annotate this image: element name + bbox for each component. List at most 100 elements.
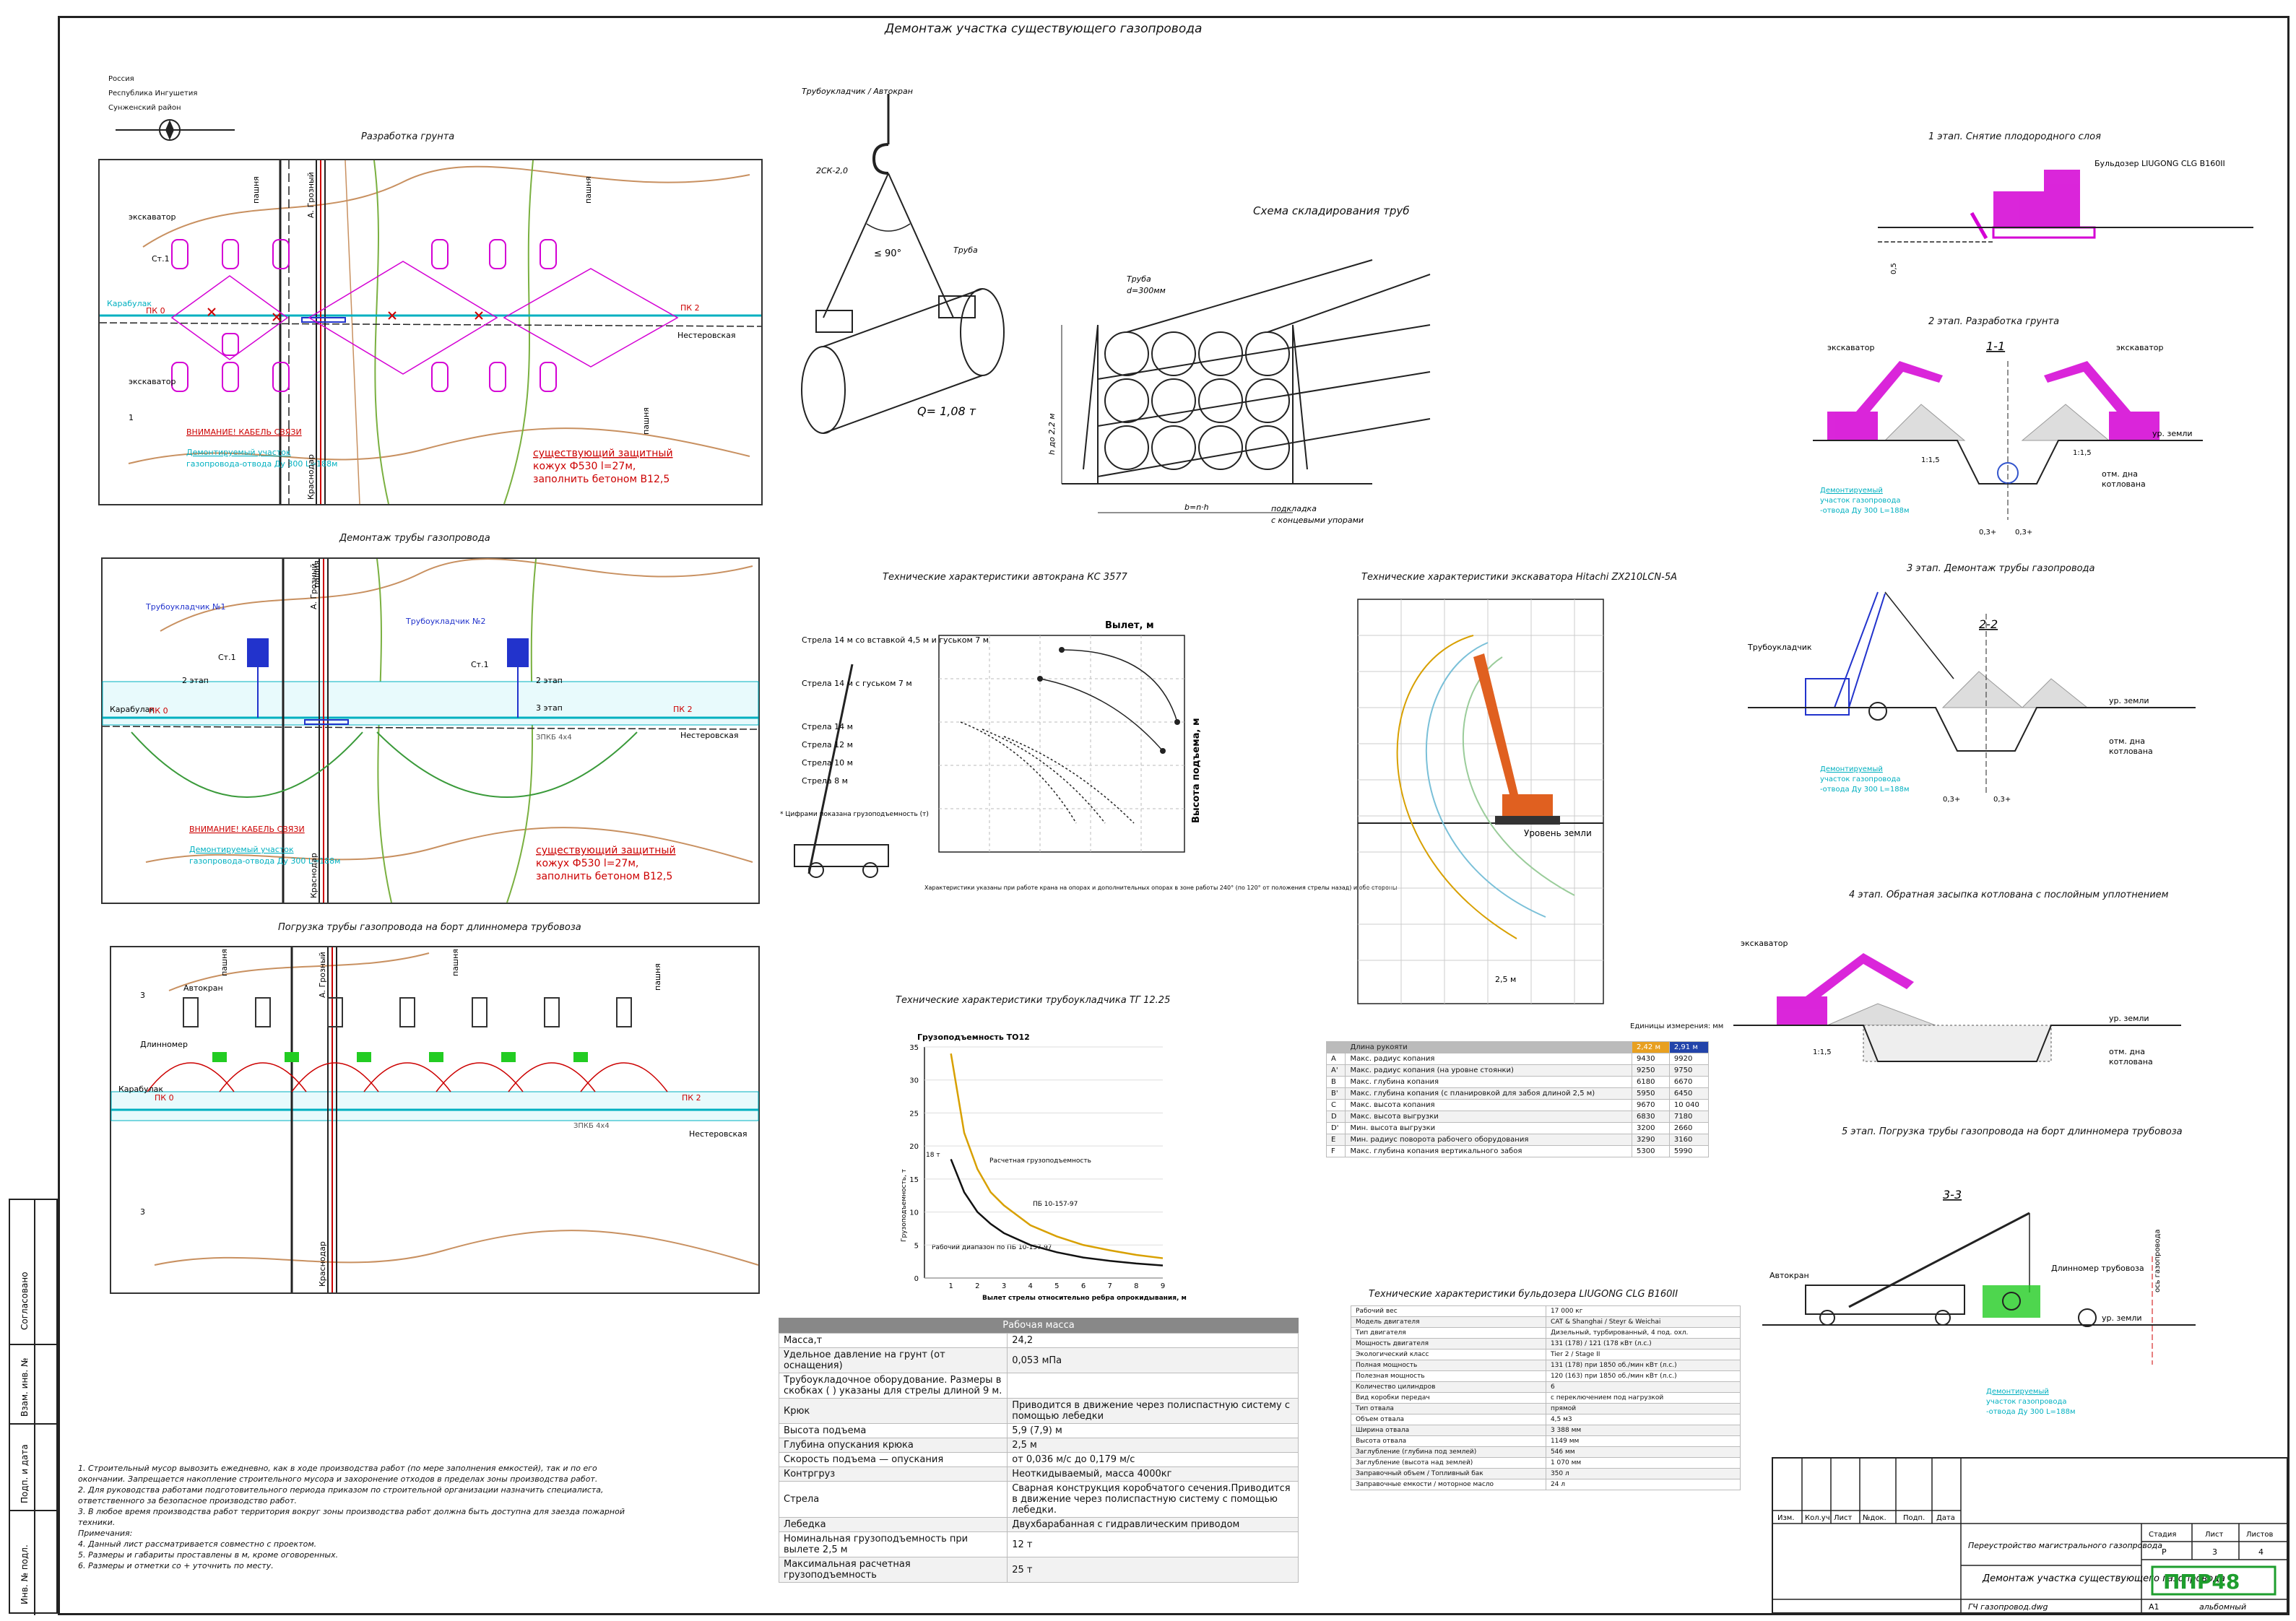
crane-chart-title: Технические характеристики автокрана КС … [883, 572, 1127, 583]
stage4-bottom-1: отм. дна [2109, 1047, 2145, 1056]
bulldozer-table-cell: Высота отвала [1351, 1435, 1546, 1447]
sling-q: Q= 1,08 т [917, 404, 976, 418]
stage3-title: 3 этап. Демонтаж трубы газопровода [1907, 563, 2095, 574]
stage2-d03b: 0,3+ [2015, 529, 2032, 536]
stamp-agreed: Согласовано [20, 1272, 30, 1330]
excavator-table-cell: 9250 [1632, 1064, 1670, 1077]
note-1: 1. Строительный мусор вывозить ежедневно… [78, 1464, 598, 1484]
plan2-casing-1: существующий защитный [536, 845, 676, 856]
excavator-table-cell: 6670 [1668, 1076, 1710, 1088]
excavator-table-row: B'Макс. глубина копания (с планировкой д… [1325, 1087, 1710, 1100]
plan3-num3-top: 3 [140, 991, 145, 1000]
pipelayer-x-tick: 8 [1134, 1282, 1138, 1290]
plan3-drawing: 3 3 Автокран Длинномер Карабулак Нестеро… [111, 947, 759, 1292]
plan2-pk2: ПК 2 [673, 705, 693, 714]
tb-stage: Р [2162, 1547, 2167, 1557]
logo-frame [2151, 1565, 2276, 1596]
stage2-dem-1: Демонтируемый [1820, 487, 1883, 495]
stage4-title: 4 этап. Обратная засыпка котлована с пос… [1849, 890, 2169, 900]
plan3-autocrane: Автокран [183, 983, 223, 993]
plan1-field-2: пашня [584, 176, 593, 204]
tb-format: А1 [2149, 1602, 2159, 1612]
stage5-dem-2: участок газопровода [1986, 1398, 2067, 1406]
plan1-pk0: ПК 0 [146, 306, 165, 316]
pipelayer-series-line [950, 1053, 1164, 1259]
tb-col-izm: Изм. [1777, 1514, 1795, 1522]
plan2-karabulak: Карабулак [110, 705, 155, 714]
tb-col-podp: Подп. [1903, 1514, 1925, 1522]
stage5-drawing: 3-3 Автокран Длинномер трубовоза ур. зем… [1762, 1188, 2196, 1416]
stage5-axis: ось газопровода [2154, 1229, 2162, 1292]
stage1-h05: 0,5 [1890, 263, 1898, 274]
plan1-excavator-bottom: экскаватор [129, 377, 176, 386]
pipelayer-label-calc: Расчетная грузоподъемность [989, 1157, 1091, 1165]
crane-chart-reach: Вылет, м [1105, 620, 1154, 631]
plan2-drawing: Трубоукладчик №1 Трубоукладчик №2 Ст.1 С… [102, 558, 759, 903]
stage3-dem-1: Демонтируемый [1820, 765, 1883, 773]
plan2-stage2b: 2 этап [536, 676, 563, 685]
excavator-table-cell: 6450 [1668, 1087, 1710, 1100]
bulldozer-table-cell: Вид коробки передач [1351, 1392, 1546, 1404]
pipelayer-table-cell: Глубина опускания крюка [778, 1438, 1008, 1453]
side-stamps: Согласовано Взам. инв. № Подп. и дата Ин… [10, 1200, 59, 1615]
pipelayer-table-row: Номинальная грузоподъемность при вылете … [778, 1531, 1299, 1557]
stage3-d03b: 0,3+ [1993, 796, 2011, 804]
pipelayer-table-row: Трубоукладочное оборудование. Размеры в … [778, 1373, 1299, 1399]
bulldozer-table-cell: 1 070 мм [1545, 1457, 1741, 1469]
note-4: 4. Данный лист рассматривается совместно… [78, 1539, 317, 1549]
plan2-demontage-2: газопровода-отвода Ду 300 L=188м [189, 856, 340, 866]
plan2-pipelayer2: Трубоукладчик №2 [405, 617, 485, 626]
stage1-bulldozer-label: Бульдозер LIUGONG CLG B160II [2094, 159, 2225, 168]
excavator-table-cell: D' [1325, 1122, 1346, 1134]
excavator-table-cell: Мин. высота выгрузки [1345, 1122, 1633, 1134]
excavator-table-cell: E [1325, 1134, 1346, 1146]
excavator-table-cell: 5990 [1668, 1145, 1710, 1157]
pipelayer-table-cell: Приводится в движение через полиспастную… [1007, 1398, 1299, 1424]
pipelayer-x-tick: 9 [1161, 1282, 1165, 1290]
stamp-sign: Подп. и дата [20, 1444, 30, 1503]
crane-chart: Вылет, м Высота подъема, м Стрела 14 м с… [780, 620, 1397, 891]
pipelayer-table-cell: Скорость подъема — опускания [778, 1452, 1008, 1467]
excavator-table-header-cell: Длина рукояти [1345, 1041, 1633, 1053]
stage3-pipelayer: Трубоукладчик [1747, 643, 1812, 652]
excavator-table-cell: C [1325, 1099, 1346, 1111]
tb-sheets-header: Листов [2246, 1531, 2273, 1539]
excavator-table-cell: Макс. радиус копания (на уровне стоянки) [1345, 1064, 1633, 1077]
plan3-field-2: пашня [451, 949, 460, 976]
excavator-table-cell: 9430 [1632, 1053, 1670, 1065]
tb-sheet-header: Лист [2205, 1531, 2224, 1539]
excavator-table-cell: 7180 [1668, 1111, 1710, 1123]
excavator-table-cell: Макс. глубина копания вертикального забо… [1345, 1145, 1633, 1157]
pipelayer-table-row: Удельное давление на грунт (от оснащения… [778, 1347, 1299, 1373]
pipelayer-y-tick: 30 [909, 1077, 919, 1085]
pipelayer-table-cell: 25 т [1007, 1557, 1299, 1583]
excavator-table-cell: 5300 [1632, 1145, 1670, 1157]
bulldozer-table-row: Заглубление (высота над землей)1 070 мм [1351, 1457, 1741, 1469]
stage2-slope-right: 1:1,5 [2073, 449, 2092, 457]
pipelayer-series-line [950, 1158, 1164, 1266]
plan3-karabulak: Карабулак [118, 1085, 163, 1094]
plan1-demontage-1: Демонтируемый участок [186, 448, 291, 457]
stage4-bottom-2: котлована [2109, 1057, 2153, 1066]
stage2-section: 1-1 [1986, 339, 2005, 353]
plan3-longtruck: Длинномер [140, 1040, 188, 1049]
bulldozer-table-cell: Рабочий вес [1351, 1305, 1546, 1317]
bulldozer-table-cell: 3 388 мм [1545, 1425, 1741, 1436]
pipelayer-x-tick: 6 [1081, 1282, 1086, 1290]
excavator-table-cell: D [1325, 1111, 1346, 1123]
crane-boom-5: Стрела 10 м [802, 758, 853, 768]
stage2-dem-3: -отвода Ду 300 L=188м [1820, 507, 1910, 515]
tb-project: Переустройство магистрального газопровод… [1968, 1541, 2162, 1550]
excavator-table-cell: 10 040 [1668, 1099, 1710, 1111]
excavator-table-cell: Макс. глубина копания [1345, 1076, 1633, 1088]
plan2-pk0: ПК 0 [149, 706, 168, 716]
plan1-pk2: ПК 2 [680, 303, 700, 313]
stage5-section: 3-3 [1943, 1188, 1962, 1201]
